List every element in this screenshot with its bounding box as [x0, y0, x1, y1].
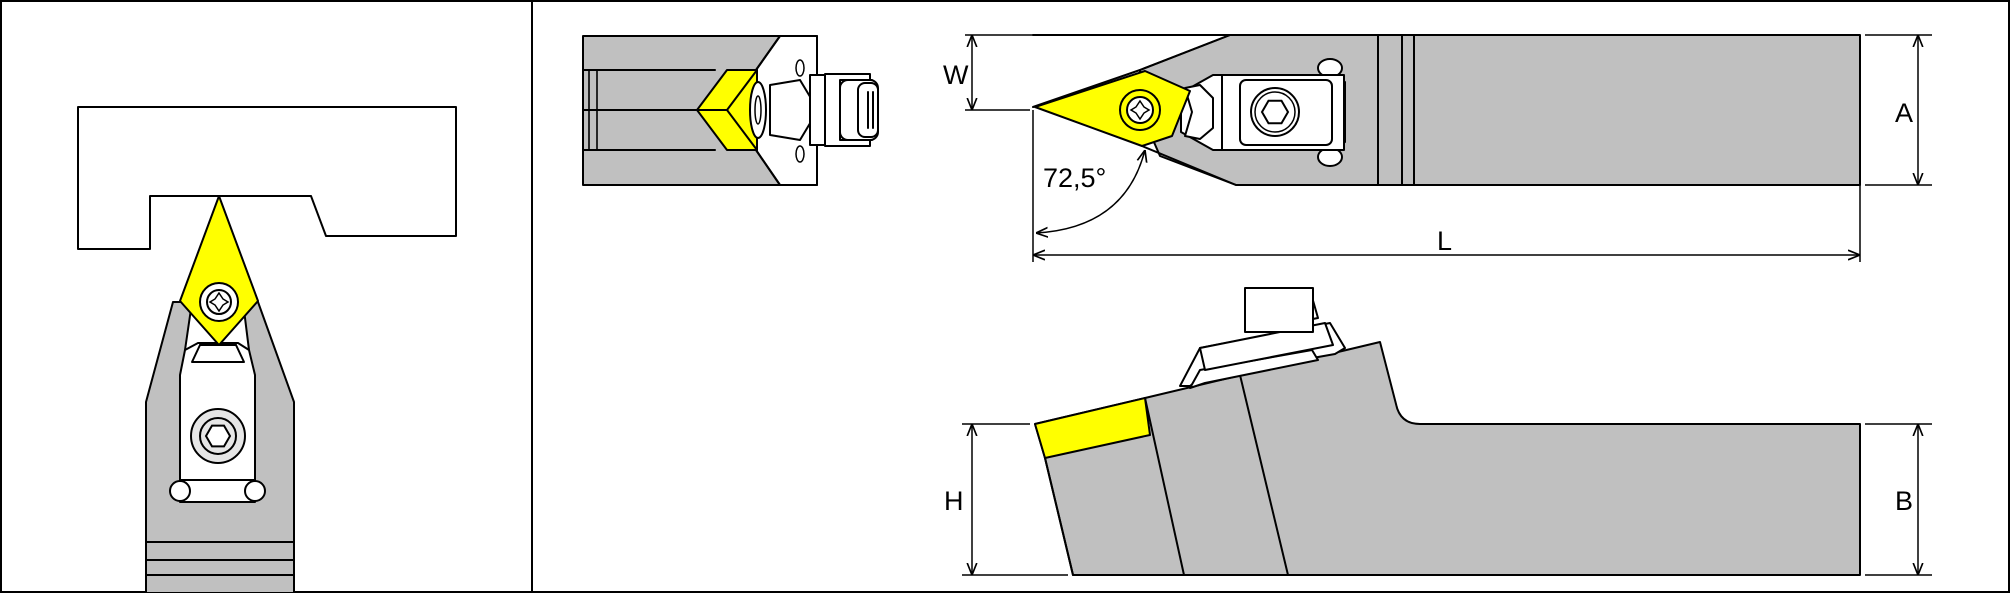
side-view-insert	[1034, 397, 1151, 459]
label-l: L	[1437, 226, 1452, 256]
dimension-angle: 72,5°	[1036, 150, 1145, 233]
label-w: W	[943, 60, 969, 90]
dimension-l: L	[1032, 110, 1861, 262]
top-view	[1032, 34, 1861, 186]
holder-slot	[179, 479, 256, 503]
dimension-w: W	[943, 34, 1230, 111]
clamp-wedge	[191, 344, 245, 363]
dimension-h: H	[944, 423, 1068, 576]
top-view-hex-socket-icon	[1260, 99, 1290, 125]
workpiece-profile	[77, 106, 457, 250]
label-a: A	[1895, 98, 1913, 128]
label-h: H	[944, 486, 964, 516]
dimension-a: A	[1865, 34, 1932, 186]
label-angle: 72,5°	[1043, 163, 1106, 193]
hex-socket-icon	[204, 424, 232, 448]
top-view-insert	[1034, 70, 1191, 147]
side-view	[1034, 287, 1861, 576]
label-b: B	[1895, 486, 1913, 516]
application-view	[77, 106, 457, 593]
dimension-b: B	[1865, 423, 1932, 576]
side-view-body	[1034, 341, 1861, 576]
end-view	[582, 35, 879, 186]
